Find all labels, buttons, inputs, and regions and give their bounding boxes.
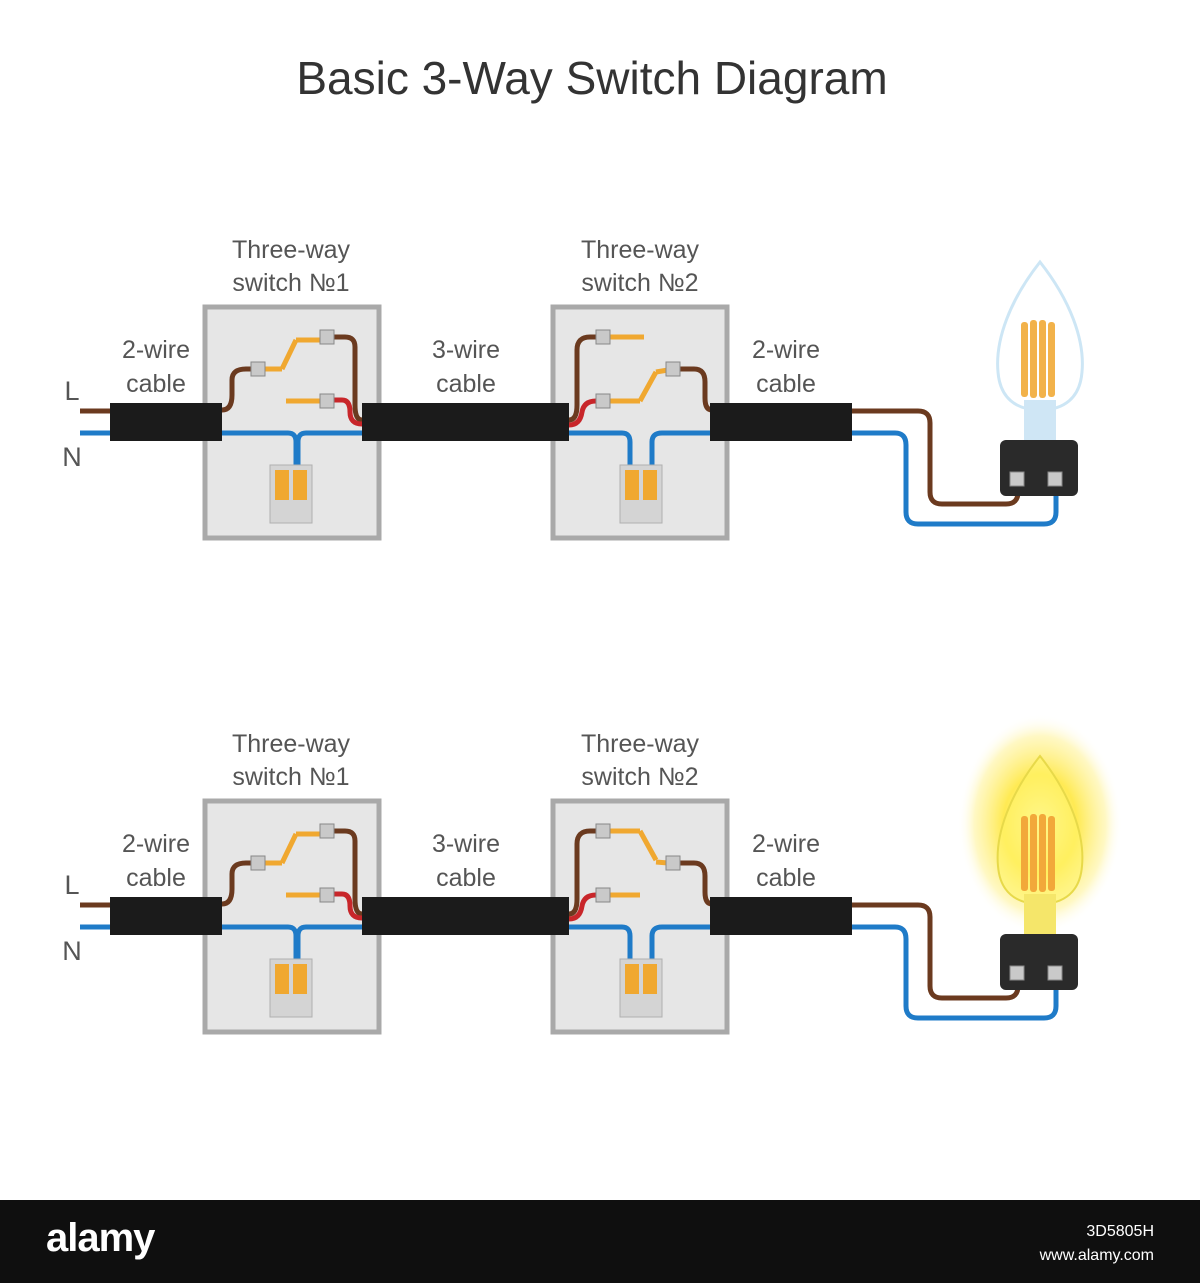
switch1-label-line2: switch №1 [232, 269, 349, 297]
switch1-traveler-red [333, 891, 363, 921]
switch2-terminal-upper [595, 823, 611, 839]
right-cable-label-line1: 2-wire [752, 830, 820, 858]
right-2-wire-cable [710, 403, 852, 441]
right-cable-label-line1: 2-wire [752, 336, 820, 364]
site-url: www.alamy.com [1039, 1247, 1154, 1264]
left-cable-label-line1: 2-wire [122, 830, 190, 858]
switch2-neutral-wire-b [649, 430, 710, 470]
switch2-terminal-lower [595, 887, 611, 903]
switch1-terminal-lower [319, 393, 335, 409]
switch1-terminal-upper [319, 329, 335, 345]
right-cable-label-line2: cable [756, 370, 816, 398]
switch2-traveler-brown [568, 334, 596, 423]
neutral-label: N [62, 442, 82, 472]
line-label: L [64, 376, 79, 406]
switch2-traveler-red [568, 398, 597, 428]
switch1-lever [279, 832, 299, 865]
switch2-traveler-red [568, 892, 597, 922]
switch2-label-line2: switch №2 [581, 763, 698, 791]
middle-3-wire-cable [362, 403, 569, 441]
image-id: 3D5805H [1086, 1223, 1154, 1240]
left-cable-label-line1: 2-wire [122, 336, 190, 364]
diagram-title: Basic 3-Way Switch Diagram [296, 52, 887, 104]
switch2-neutral-wire-a [569, 430, 633, 470]
switch1-common-wire [221, 860, 258, 907]
lamp-terminal-neutral [1047, 965, 1063, 981]
middle-cable-label-line2: cable [436, 864, 496, 892]
lamp-neutral-wire [852, 924, 1059, 1021]
lamp-socket [1000, 440, 1078, 496]
switch1-wago-lever-right [293, 964, 307, 994]
switch2-label-line1: Three-way [581, 730, 700, 758]
bulb-neck [1024, 400, 1056, 442]
switch1-neutral-wire-b [295, 924, 362, 964]
switch2-wago-lever-right [643, 964, 657, 994]
switch1-lever [279, 338, 299, 371]
switch1-label-line2: switch №1 [232, 763, 349, 791]
bulb-filaments [1021, 814, 1055, 892]
middle-cable-label-line1: 3-wire [432, 830, 500, 858]
switch1-traveler-brown [333, 334, 363, 423]
lamp-terminal-live [1009, 471, 1025, 487]
diagram-panel-on: Three-way switch №1 Three-way switch №2 … [62, 714, 1122, 1035]
switch2-terminal-common [665, 855, 681, 871]
middle-cable-label-line2: cable [436, 370, 496, 398]
left-2-wire-cable [110, 403, 222, 441]
switch2-common-wire [678, 366, 713, 413]
lamp-terminal-neutral [1047, 471, 1063, 487]
switch1-traveler-red [333, 397, 363, 427]
switch1-terminal-lower [319, 887, 335, 903]
switch1-traveler-brown [333, 828, 363, 917]
bulb-neck [1024, 894, 1056, 936]
switch2-label-line1: Three-way [581, 236, 700, 264]
switch2-wago-lever-left [625, 470, 639, 500]
neutral-label: N [62, 936, 82, 966]
switch2-label-line2: switch №2 [581, 269, 698, 297]
lamp-live-wire [852, 408, 1021, 507]
switch2-wago-lever-left [625, 964, 639, 994]
switch2-traveler-brown [568, 828, 596, 917]
switch1-common-wire [221, 366, 258, 413]
lamp-socket [1000, 934, 1078, 990]
switch1-wago-lever-left [275, 470, 289, 500]
switch2-terminal-lower [595, 393, 611, 409]
middle-3-wire-cable [362, 897, 569, 935]
switch2-lever [637, 829, 659, 862]
switch1-terminal-upper [319, 823, 335, 839]
right-2-wire-cable [710, 897, 852, 935]
diagram-panel-off: Three-way switch №1 Three-way switch №2 … [62, 236, 1084, 541]
left-cable-label-line2: cable [126, 864, 186, 892]
bulb-filaments [1021, 320, 1055, 398]
switch1-label-line1: Three-way [232, 236, 351, 264]
line-label: L [64, 870, 79, 900]
right-cable-label-line2: cable [756, 864, 816, 892]
lamp-terminal-live [1009, 965, 1025, 981]
switch1-terminal-common [250, 361, 266, 377]
switch2-terminal-common [665, 361, 681, 377]
brand-logo: alamy [46, 1216, 155, 1260]
watermark-footer: alamy 3D5805H www.alamy.com [0, 1200, 1200, 1283]
left-cable-label-line2: cable [126, 370, 186, 398]
lamp-live-wire [852, 902, 1021, 1001]
lamp-neutral-wire [852, 430, 1059, 527]
switch2-neutral-wire-a [569, 924, 633, 964]
image-id-block: 3D5805H www.alamy.com [1040, 1220, 1154, 1268]
switch1-terminal-common [250, 855, 266, 871]
switch1-wago-lever-right [293, 470, 307, 500]
switch2-neutral-wire-b [649, 924, 710, 964]
wiring-diagram: Basic 3-Way Switch Diagram Three-way swi… [62, 52, 1122, 1035]
switch2-common-wire [678, 860, 713, 907]
switch1-label-line1: Three-way [232, 730, 351, 758]
switch2-wago-lever-right [643, 470, 657, 500]
switch1-neutral-wire-b [295, 430, 362, 470]
middle-cable-label-line1: 3-wire [432, 336, 500, 364]
switch1-wago-lever-left [275, 964, 289, 994]
switch2-terminal-upper [595, 329, 611, 345]
left-2-wire-cable [110, 897, 222, 935]
switch2-lever [637, 370, 659, 403]
